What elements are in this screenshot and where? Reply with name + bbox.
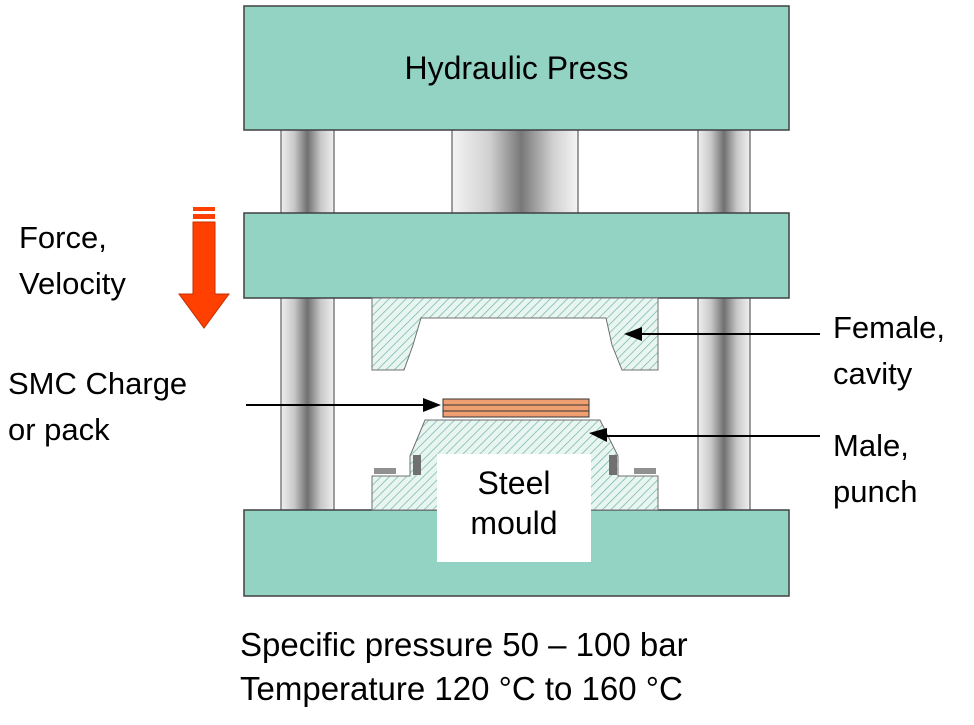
press-ram	[451, 129, 579, 214]
moving-platen	[243, 212, 790, 299]
smc-label-line-1: SMC Charge	[8, 366, 188, 401]
female-label-line-2: cavity	[833, 356, 913, 391]
left-shoulder-strip	[374, 468, 396, 474]
smc-charge-leader-arrow	[246, 398, 441, 412]
steel-mould-line-1: Steel	[477, 465, 551, 501]
right-shoulder-strip	[634, 468, 656, 474]
force-label-line-2: Velocity	[19, 266, 126, 301]
smc-charge-layer-3	[442, 410, 590, 418]
right-guide-rod-lower	[697, 297, 751, 511]
right-seal-block	[609, 455, 617, 475]
male-label-line-1: Male,	[833, 428, 909, 463]
female-cavity-leader-arrow	[624, 327, 820, 341]
right-guide-rod-upper	[697, 129, 751, 214]
smc-charge-layer-2	[442, 404, 590, 412]
force-arrow-stripe-2	[193, 214, 215, 219]
force-arrow	[178, 221, 230, 329]
smc-charge-layer-1	[442, 398, 590, 406]
force-label-line-1: Force,	[19, 220, 107, 255]
steel-mould-box	[437, 454, 591, 562]
steel-mould-label: Steel mould	[437, 463, 591, 543]
footer-temperature: Temperature 120 °C to 160 °C	[240, 670, 683, 707]
female-label-line-1: Female,	[833, 310, 945, 345]
top-press-plate	[243, 5, 790, 131]
male-punch-leader-arrow	[589, 428, 820, 442]
female-cavity-die	[371, 297, 659, 371]
footer-pressure: Specific pressure 50 – 100 bar	[240, 626, 688, 663]
force-arrow-stripe-1	[193, 207, 215, 211]
male-label-line-2: punch	[833, 474, 918, 509]
left-guide-rod-upper	[280, 129, 335, 214]
smc-label-line-2: or pack	[8, 412, 110, 447]
steel-mould-line-2: mould	[470, 505, 558, 541]
left-seal-block	[413, 455, 421, 475]
hydraulic-press-label: Hydraulic Press	[404, 50, 629, 86]
